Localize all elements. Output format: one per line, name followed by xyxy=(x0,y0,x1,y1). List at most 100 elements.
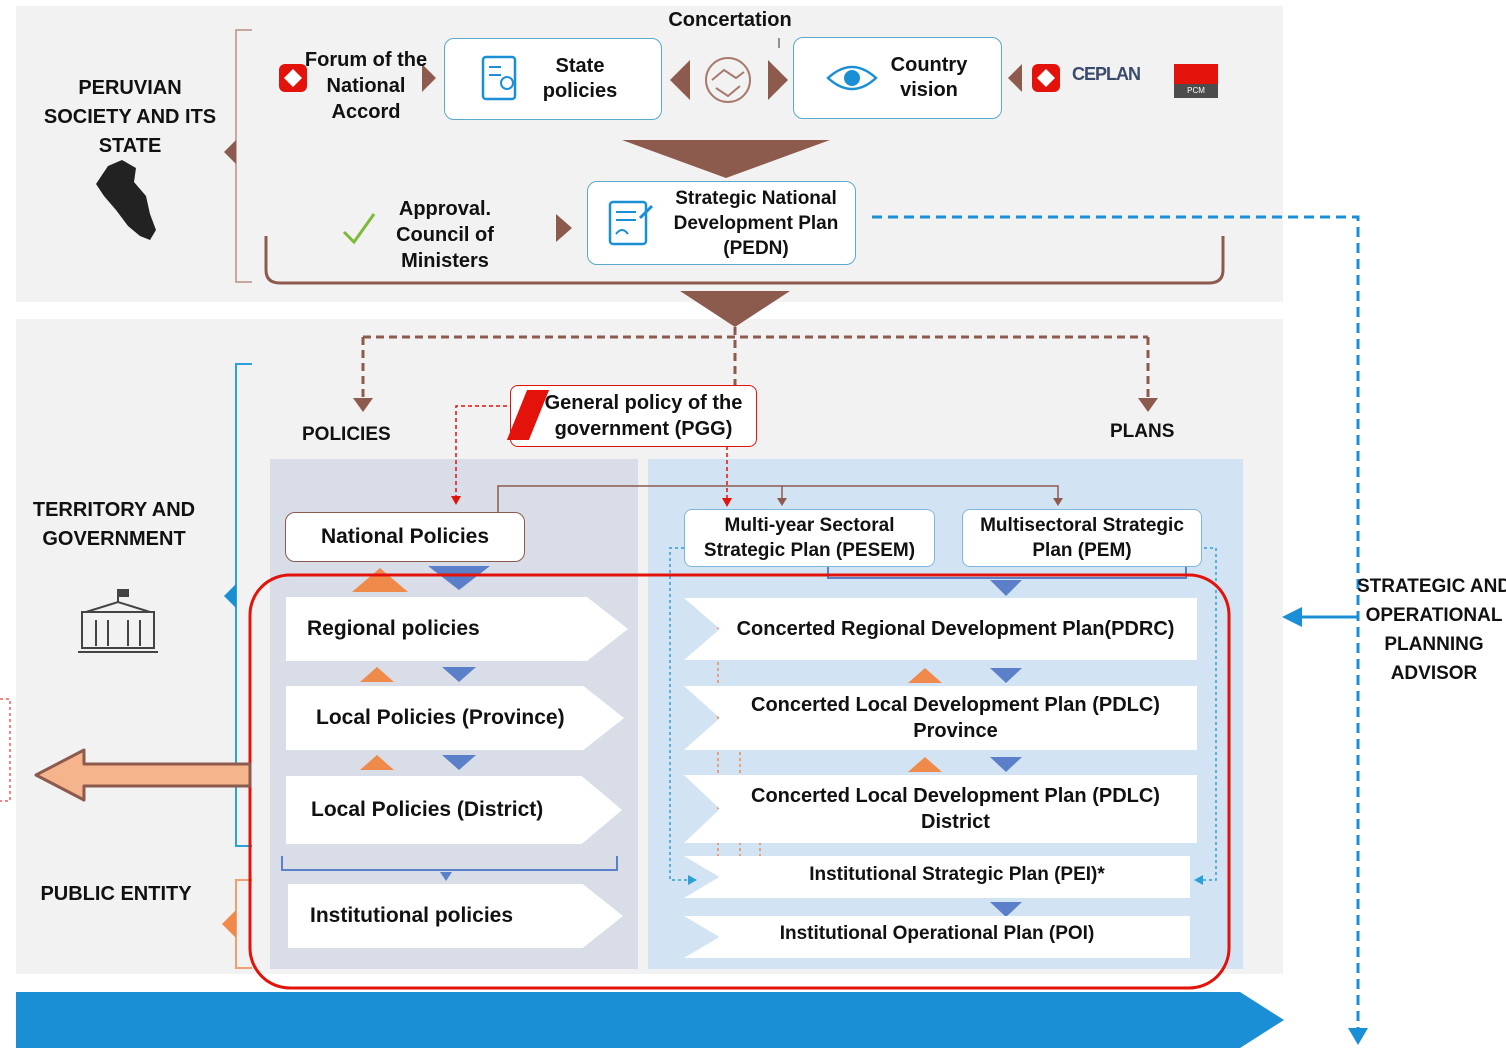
regional-policies-label: Regional policies xyxy=(307,617,480,640)
local-district-label: Local Policies (District) xyxy=(311,798,544,821)
advisor-label: STRATEGIC AND OPERATIONAL PLANNING ADVIS… xyxy=(1356,576,1506,684)
national-policies-box: National Policies xyxy=(285,512,525,562)
pdlc-province-item: Concerted Local Development Plan (PDLC) … xyxy=(684,686,1197,750)
arrow-left-to-state xyxy=(670,60,690,100)
territory-bracket-arrow xyxy=(224,584,236,608)
local-province-item: Local Policies (Province) xyxy=(286,686,624,750)
concertation-label: Concertation xyxy=(668,9,792,31)
cropped-dashed-box xyxy=(0,698,11,802)
down-triangle-2 xyxy=(442,667,476,682)
signed-document-icon xyxy=(608,200,654,246)
checkmark-icon xyxy=(342,213,376,245)
society-bracket xyxy=(235,29,252,283)
plan-up-2 xyxy=(908,757,942,772)
plan-down-3 xyxy=(990,757,1022,772)
pei-label: Institutional Strategic Plan (PEI)* xyxy=(809,864,1105,885)
poi-item: Institutional Operational Plan (POI) xyxy=(684,916,1190,958)
society-label: PERUVIAN SOCIETY AND ITS STATE xyxy=(43,77,217,157)
pedn-label: Strategic National Development Plan (PED… xyxy=(673,187,839,259)
policies-down-arrow xyxy=(353,398,373,412)
entity-bracket-arrow xyxy=(222,910,236,938)
plan-down-4 xyxy=(990,902,1022,917)
poi-label: Institutional Operational Plan (POI) xyxy=(779,923,1095,944)
pgg-box: General policy of the government (PGG) xyxy=(506,385,757,447)
down-triangle-4 xyxy=(440,872,452,881)
pesem-to-pei-dotted xyxy=(669,547,692,881)
pdlc-province-label: Concerted Local Development Plan (PDLC) … xyxy=(751,694,1160,742)
arrow-ceplan-to-vision xyxy=(1008,64,1022,92)
pdrc-label: Concerted Regional Development Plan(PDRC… xyxy=(736,618,1175,640)
pesem-label: Multi-year Sectoral Strategic Plan (PESE… xyxy=(703,515,916,561)
pesem-pei-arrowhead xyxy=(688,875,697,885)
nat-pesem-arrowhead xyxy=(777,498,787,506)
pgg-label: General policy of the government (PGG) xyxy=(544,392,743,440)
pgg-national-arrowhead xyxy=(451,496,461,505)
regional-policies-item: Regional policies xyxy=(286,597,628,661)
plans-down-arrow xyxy=(1138,398,1158,412)
advisor-down-arrow xyxy=(1348,1028,1368,1045)
institutional-policies-item: Institutional policies xyxy=(288,884,623,948)
forum-label: Forum of the National Accord xyxy=(304,49,428,123)
plan-down-1 xyxy=(990,580,1022,596)
plans-header: PLANS xyxy=(1110,421,1175,442)
accord-logo-icon-2 xyxy=(1030,62,1062,94)
pem-box: Multisectoral Strategic Plan (PEM) xyxy=(962,509,1202,567)
state-policies-label: State policies xyxy=(542,55,618,102)
arrow-forum-to-state xyxy=(422,64,436,92)
state-policies-box: State policies xyxy=(444,38,662,120)
national-to-plans-line xyxy=(497,485,1059,512)
society-bracket-arrow xyxy=(224,140,236,164)
territory-label: TERRITORY AND GOVERNMENT xyxy=(32,499,196,550)
institutional-policies-label: Institutional policies xyxy=(310,904,514,927)
distribution-dashed xyxy=(361,327,1150,400)
down-triangle-3 xyxy=(442,755,476,770)
pesem-box: Multi-year Sectoral Strategic Plan (PESE… xyxy=(684,509,935,567)
bottom-blue-arrow xyxy=(16,992,1284,1048)
plan-down-2 xyxy=(990,668,1022,683)
country-vision-box: Country vision xyxy=(793,37,1002,119)
handshake-icon xyxy=(705,57,751,103)
up-triangle-3 xyxy=(360,755,394,770)
local-province-label: Local Policies (Province) xyxy=(316,706,565,729)
pdlc-district-label: Concerted Local Development Plan (PDLC) … xyxy=(751,785,1160,833)
eye-icon xyxy=(826,65,878,91)
district-to-institutional-bracket xyxy=(281,856,618,871)
pgg-to-national-dashed xyxy=(455,405,514,498)
pgg-pesem-arrowhead xyxy=(722,498,732,507)
down-chevron-1 xyxy=(622,140,830,178)
down-triangle-1 xyxy=(428,566,490,590)
pem-to-pei-dotted xyxy=(1198,547,1217,881)
public-entity-label: PUBLIC ENTITY xyxy=(40,883,192,905)
pem-bracket xyxy=(827,566,1187,579)
pei-item: Institutional Strategic Plan (PEI)* xyxy=(684,856,1190,898)
approval-label: Approval. Council of Ministers xyxy=(396,198,494,272)
outgoing-arrow xyxy=(34,748,252,802)
accord-logo-icon xyxy=(277,62,309,94)
pem-label: Multisectoral Strategic Plan (PEM) xyxy=(980,515,1184,561)
pdlc-district-item: Concerted Local Development Plan (PDLC) … xyxy=(684,775,1197,843)
national-policies-label: National Policies xyxy=(320,525,490,548)
ceplan-logo: CEPLAN xyxy=(1072,64,1141,84)
country-vision-label: Country vision xyxy=(890,54,968,101)
pedn-brace xyxy=(264,236,1225,285)
pedn-to-advisor-line xyxy=(872,215,1360,1040)
government-building-icon xyxy=(78,589,158,653)
arrow-right-to-vision xyxy=(768,60,788,100)
nat-pem-arrowhead xyxy=(1053,498,1063,506)
pdrc-item: Concerted Regional Development Plan(PDRC… xyxy=(684,598,1197,660)
pem-pei-arrowhead xyxy=(1194,875,1203,885)
advisor-left-arrow xyxy=(1282,607,1302,627)
up-triangle-2 xyxy=(360,667,394,682)
pcm-logo: PCM xyxy=(1174,64,1218,98)
plan-up-1 xyxy=(908,668,942,683)
document-icon xyxy=(481,55,517,101)
local-district-item: Local Policies (District) xyxy=(286,776,622,844)
pdrc-to-pei-dotted xyxy=(717,626,778,888)
down-chevron-2 xyxy=(680,291,790,327)
arrow-approval-to-pedn xyxy=(556,214,572,242)
pedn-box: Strategic National Development Plan (PED… xyxy=(587,181,856,265)
peru-map-icon xyxy=(96,160,156,240)
policies-header: POLICIES xyxy=(302,424,391,445)
up-triangle-1 xyxy=(352,568,408,592)
